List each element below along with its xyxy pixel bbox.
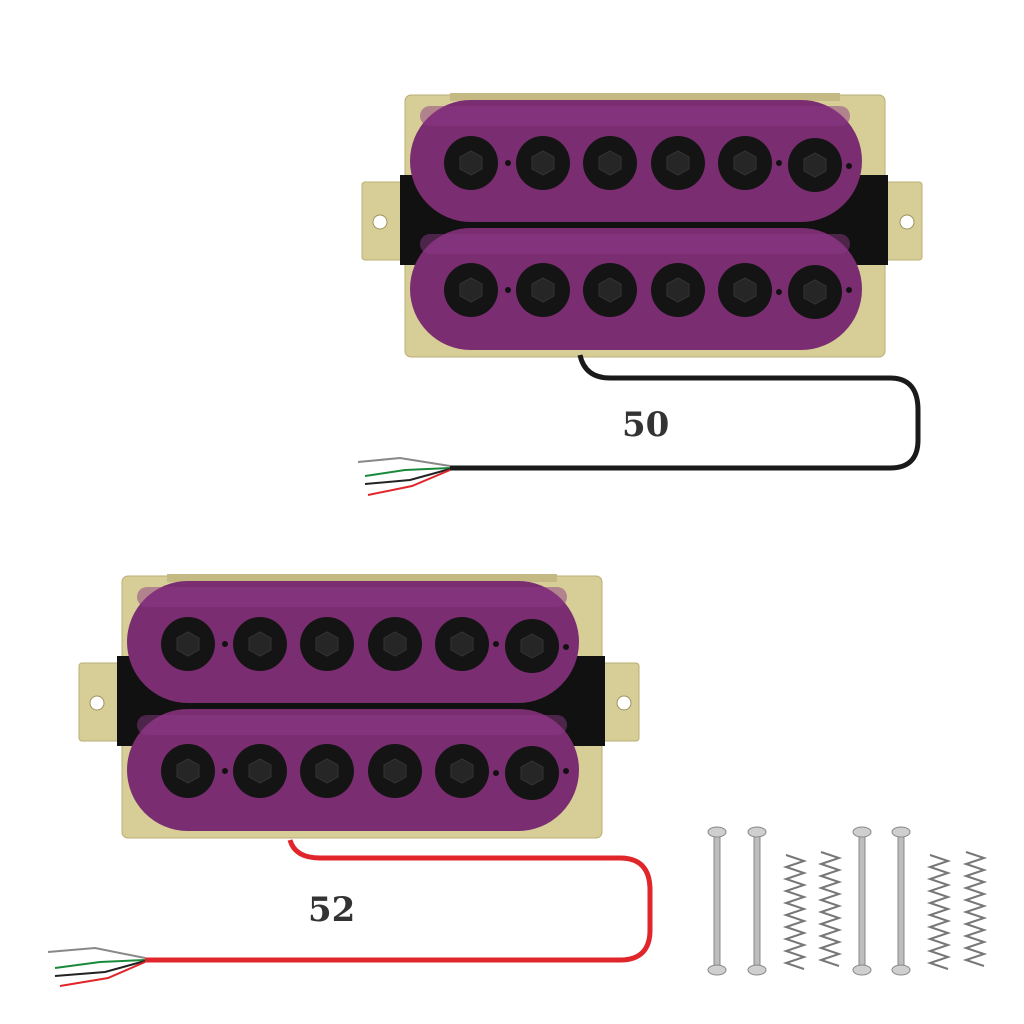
wire-leads [357,456,451,496]
mounting-hardware [707,826,985,976]
pickup-bridge [357,93,922,496]
pickup-label-neck: 52 [308,890,356,930]
wire-leads [47,946,146,987]
lead-cable [450,354,921,471]
pickup-label-bridge: 50 [622,405,670,445]
lead-cable [145,839,653,963]
pickup-neck [47,574,653,987]
